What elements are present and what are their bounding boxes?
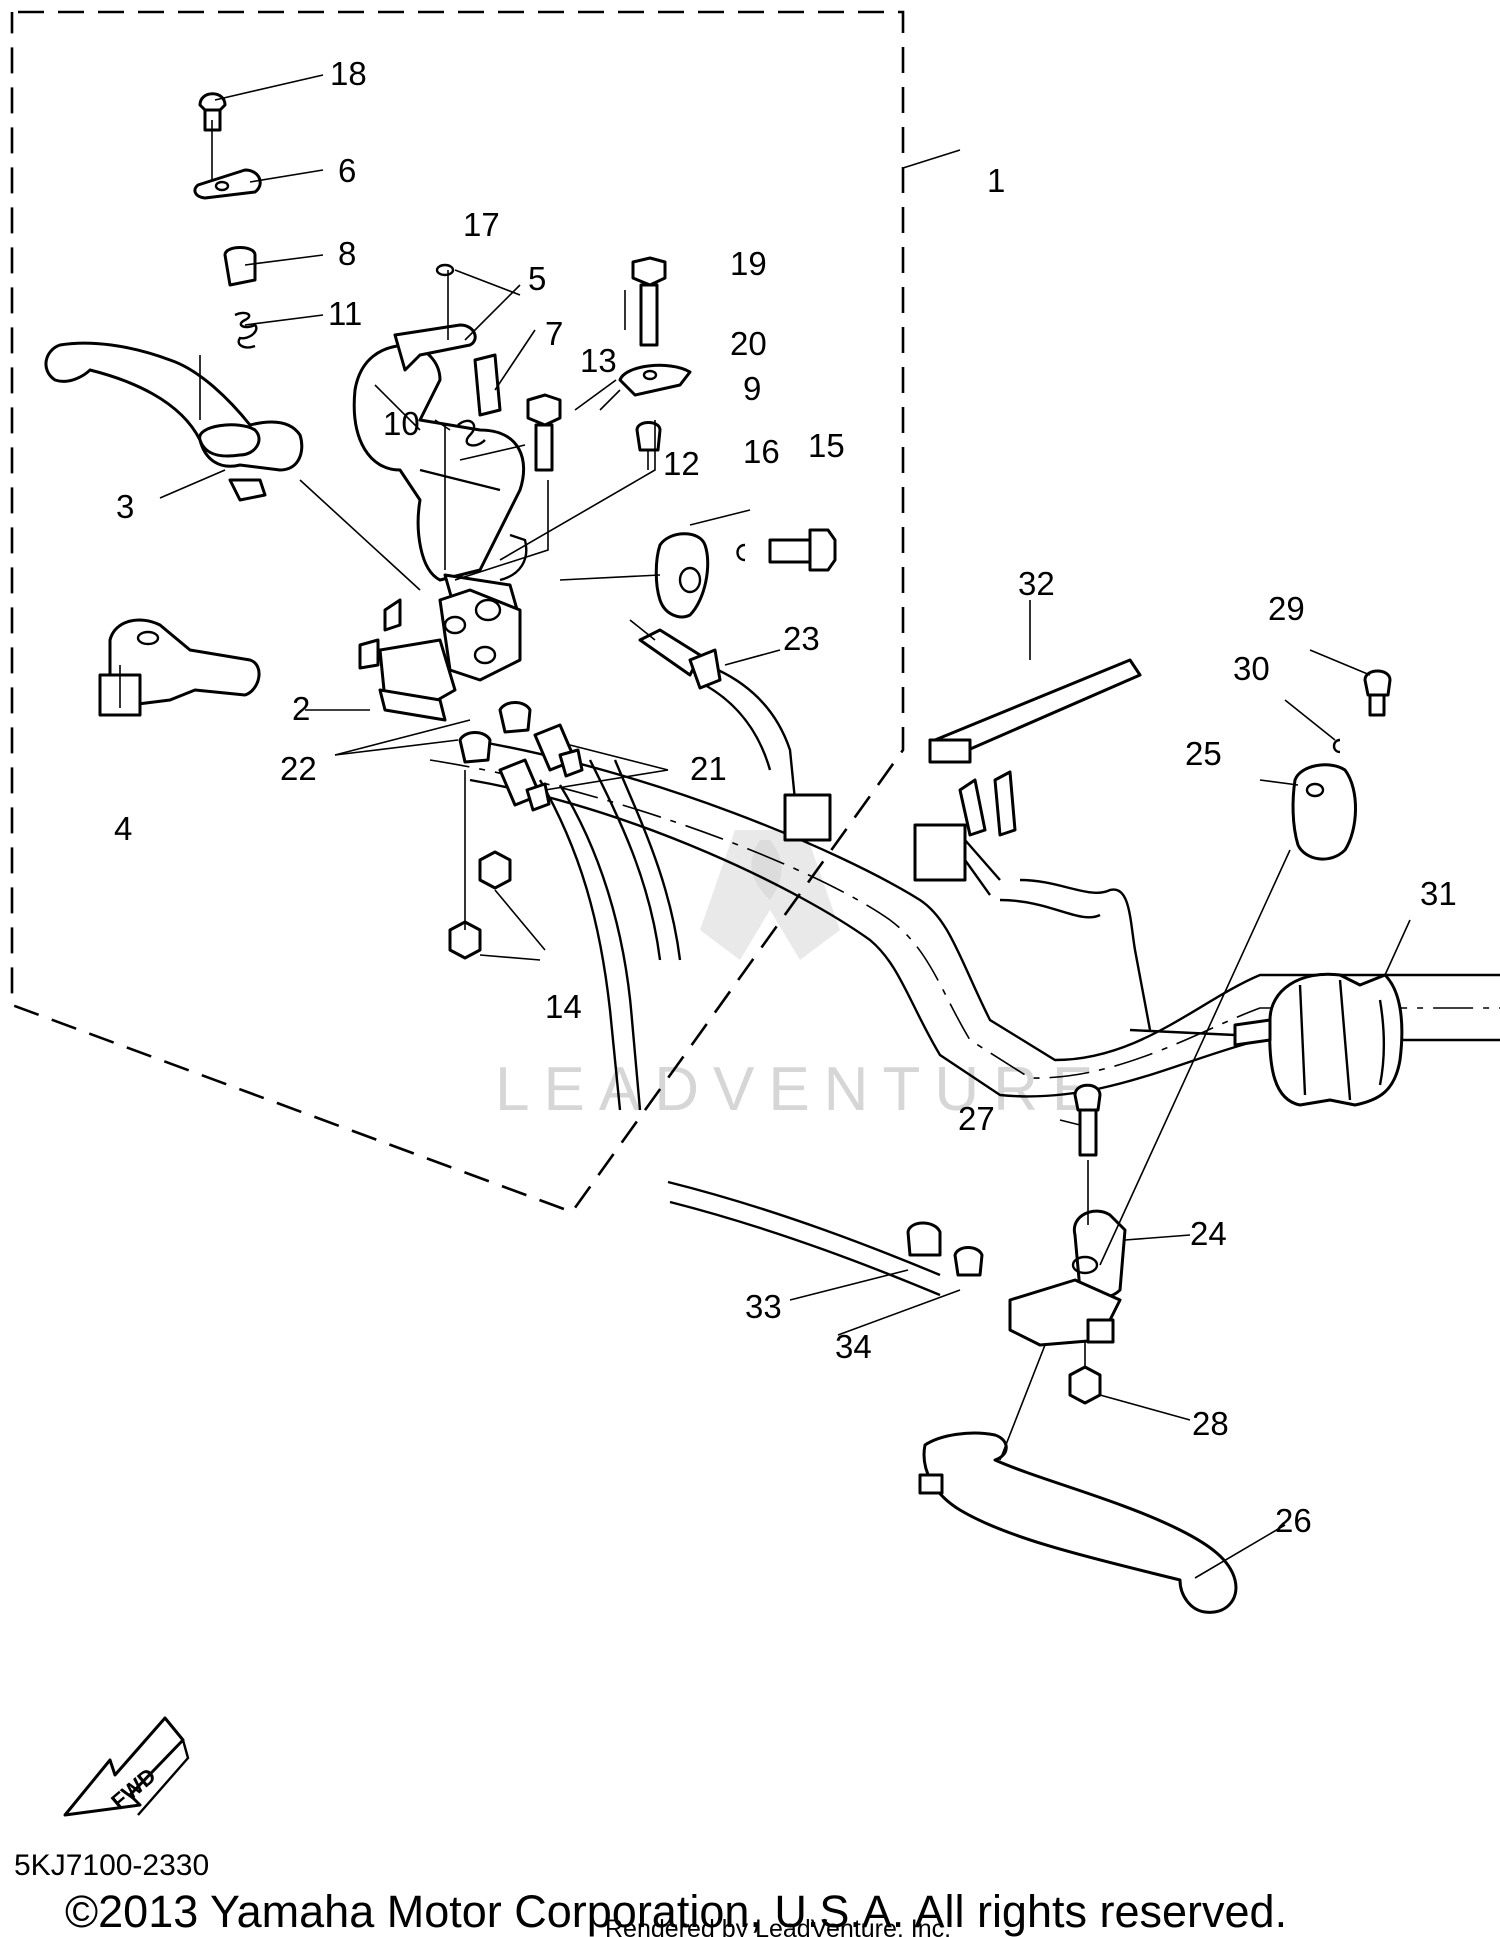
handlebar [429, 738, 1500, 1098]
callout-numbers: 1 2 3 4 5 6 7 8 9 10 11 12 13 14 15 16 1… [114, 55, 1457, 1539]
switch-sensor [638, 628, 832, 842]
callout-17: 17 [463, 206, 500, 243]
callout-1: 1 [987, 162, 1005, 199]
switch-housing [358, 533, 528, 722]
callout-6: 6 [338, 152, 356, 189]
cable-tie [928, 658, 1142, 764]
callout-11: 11 [328, 295, 362, 332]
assembly-boundary [10, 10, 905, 1214]
callout-29: 29 [1268, 590, 1305, 627]
callout-33: 33 [745, 1288, 782, 1325]
callout-20: 20 [730, 325, 767, 362]
clamp-25-and-screw [1291, 669, 1392, 861]
diagram-code: 5KJ7100-2330 [14, 1849, 209, 1882]
callout-10: 10 [383, 405, 420, 442]
callout-2: 2 [292, 690, 310, 727]
cable-adjusters [458, 701, 584, 812]
callout-4: 4 [114, 810, 132, 847]
leader-lines [119, 74, 1411, 1579]
callout-19: 19 [730, 245, 767, 282]
leadventure-watermark: LEADVENTURE [495, 830, 1107, 1124]
rendered-by-text: Rendered by LeadVenture, Inc. [605, 1915, 951, 1937]
callout-23: 23 [783, 620, 820, 657]
callout-15: 15 [808, 427, 845, 464]
right-lever-perch [906, 1083, 1238, 1614]
callout-16: 16 [743, 433, 780, 470]
right-switch-grip [1129, 972, 1404, 1107]
callout-30: 30 [1233, 650, 1270, 687]
callout-18: 18 [330, 55, 367, 92]
callout-24: 24 [1190, 1215, 1227, 1252]
callout-7: 7 [545, 315, 563, 352]
copyright-text: ©2013 Yamaha Motor Corporation, U.S.A. A… [65, 1886, 1287, 1937]
pivot-parts [393, 263, 502, 447]
left-lever [44, 341, 304, 502]
left-bracket [98, 618, 261, 717]
callout-28: 28 [1192, 1405, 1229, 1442]
callout-34: 34 [835, 1328, 872, 1365]
clamp-and-bolt [654, 528, 837, 619]
callout-5: 5 [528, 260, 546, 297]
callout-31: 31 [1420, 875, 1457, 912]
callout-27: 27 [958, 1100, 995, 1137]
callout-13: 13 [580, 342, 617, 379]
callout-9: 9 [743, 370, 761, 407]
wire-harness [913, 770, 1152, 1031]
callout-32: 32 [1018, 565, 1055, 602]
callout-25: 25 [1185, 735, 1222, 772]
callout-26: 26 [1275, 1502, 1312, 1539]
callout-3: 3 [116, 488, 134, 525]
callout-21: 21 [690, 750, 727, 787]
fwd-arrow-icon: FWD [63, 1716, 190, 1817]
watermark-text: LEADVENTURE [495, 1055, 1107, 1124]
cables [538, 759, 941, 1297]
callout-8: 8 [338, 235, 356, 272]
callout-22: 22 [280, 750, 317, 787]
callout-14: 14 [545, 988, 582, 1025]
callout-12: 12 [663, 445, 700, 482]
nuts-14 [448, 850, 512, 960]
